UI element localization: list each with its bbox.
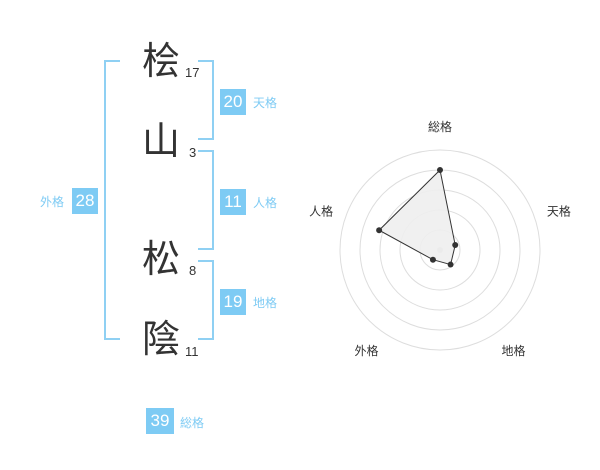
jinkaku-value: 11 <box>220 189 246 215</box>
tenkaku-label: 天格 <box>253 96 278 110</box>
name-char-4: 陰 <box>142 317 181 361</box>
radar-point-4 <box>429 256 436 263</box>
radar-ring-5 <box>339 149 541 351</box>
name-char-3: 松 <box>142 237 181 281</box>
jinkaku-bracket <box>198 150 214 250</box>
radar-axis-label-2: 天格 <box>547 203 571 218</box>
gaikaku-value: 28 <box>72 188 98 214</box>
radar-axis-label-3: 地格 <box>501 343 525 358</box>
chikaku-label: 地格 <box>253 296 278 310</box>
tenkaku-bracket <box>198 60 214 140</box>
name-char-2: 山 <box>142 119 181 163</box>
radar-value-polygon <box>378 168 456 266</box>
stroke-count-4: 11 <box>185 344 199 359</box>
radar-point-3 <box>447 261 454 268</box>
radar-axis-label-5: 人格 <box>309 203 333 218</box>
radar-point-2 <box>452 242 459 249</box>
gaikaku-label: 外格 <box>40 195 65 209</box>
radar-points <box>376 167 459 268</box>
stroke-count-3: 8 <box>189 263 197 278</box>
chikaku-value: 19 <box>220 289 246 315</box>
name-char-1: 桧 <box>142 39 181 83</box>
radar-axis-label-1: 総格 <box>428 119 452 134</box>
radar-axis-label-4: 外格 <box>355 343 379 358</box>
soukaku-label: 総格 <box>180 416 205 430</box>
soukaku-value: 39 <box>146 408 174 434</box>
jinkaku-label: 人格 <box>253 196 278 210</box>
radar-point-1 <box>437 167 443 173</box>
stroke-count-2: 3 <box>189 145 197 160</box>
radar-point-5 <box>376 227 383 234</box>
tenkaku-value: 20 <box>220 89 246 115</box>
stroke-count-1: 17 <box>185 65 200 80</box>
gaikaku-bracket <box>104 60 120 340</box>
chikaku-bracket <box>198 260 214 340</box>
